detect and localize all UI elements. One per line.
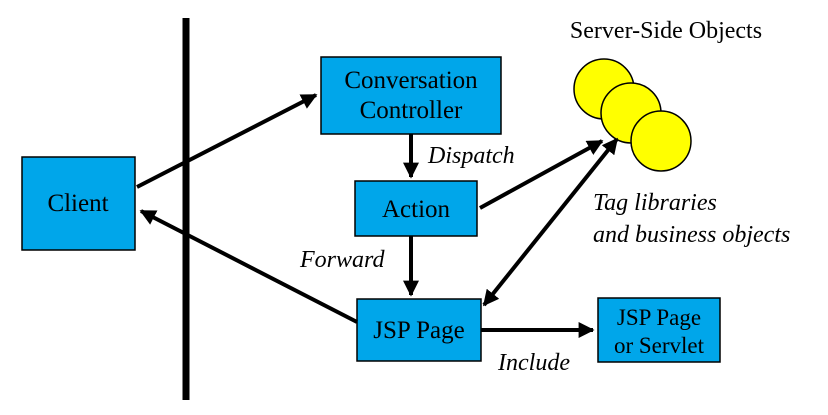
- jsp-page-label: JSP Page: [373, 317, 464, 344]
- server-side-objects-heading: Server-Side Objects: [570, 18, 762, 44]
- tag-libraries-label-line1: Tag libraries: [593, 190, 717, 216]
- client-label: Client: [47, 190, 108, 217]
- conversation-controller-label-line1: Conversation: [344, 67, 478, 94]
- jsp-or-servlet-node: JSP Page or Servlet: [597, 297, 721, 363]
- jsp-or-servlet-label-line2: or Servlet: [614, 333, 705, 358]
- conversation-controller-label-line2: Controller: [360, 97, 463, 124]
- include-label: Include: [497, 350, 570, 376]
- action-node: Action: [354, 180, 478, 237]
- jsp-page-node: JSP Page: [356, 298, 482, 362]
- jsp-or-servlet-label-line1: JSP Page: [617, 305, 701, 330]
- server-side-objects-icon: [573, 58, 692, 172]
- tag-libraries-label-line2: and business objects: [593, 222, 790, 248]
- action-label: Action: [382, 196, 451, 223]
- dispatch-label: Dispatch: [427, 143, 515, 169]
- client-to-controller-arrow: [136, 93, 318, 189]
- forward-label: Forward: [299, 247, 385, 273]
- client-box: [21, 156, 136, 251]
- action-box: [354, 180, 478, 237]
- conversation-controller-box: [320, 56, 502, 135]
- jsp-to-client-arrow: [139, 209, 358, 324]
- conversation-controller-node: Conversation Controller: [320, 56, 502, 135]
- jsp-objects-bidirectional-arrow: [482, 137, 619, 307]
- jsp-page-box: [356, 298, 482, 362]
- client-node: Client: [21, 156, 136, 251]
- jsp-or-servlet-box: [597, 297, 721, 363]
